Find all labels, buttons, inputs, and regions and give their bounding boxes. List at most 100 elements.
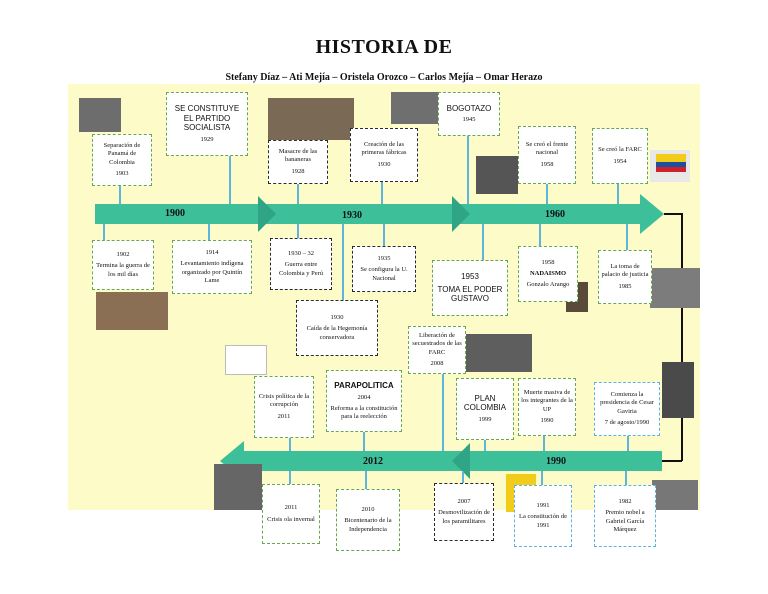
event-date: 1945 — [462, 116, 476, 124]
event-date: 1990 — [540, 416, 554, 424]
event-rojas-pinilla: 1953 TOMA EL PODER GUSTAVO — [432, 260, 508, 316]
page-title: HISTORIA DE — [315, 36, 453, 58]
connector-line — [617, 184, 619, 204]
event-text: SE CONSTITUYE EL PARTIDO SOCIALISTA — [174, 104, 240, 133]
politicians-photo — [476, 156, 518, 194]
event-date: 1914 — [205, 249, 219, 257]
event-text: Reforma a la constitución para la reelec… — [330, 404, 398, 420]
event-text: La toma de palacio de justicia — [601, 263, 649, 279]
event-liberacion: Liberación de secuestrados de las FARC 2… — [408, 326, 466, 374]
event-bananeras: Masacre de las bananeras 1928 — [268, 140, 328, 184]
connector-line — [289, 438, 291, 451]
event-panama: Separación de Panamá de Colombia 1903 — [92, 134, 152, 186]
event-frente-nacional: Se creó el frente nacional 1958 — [518, 126, 576, 184]
event-text: Comienza la presidencia de Cesar Gaviria — [600, 391, 654, 415]
connector-right — [664, 213, 682, 215]
event-text: BOGOTAZO — [446, 103, 492, 113]
event-date: 2011 — [284, 504, 298, 512]
connector-line — [546, 184, 548, 204]
hostages-photo — [466, 334, 532, 372]
connector-right-bottom — [662, 460, 682, 462]
event-date: 1935 — [377, 255, 391, 263]
top-timeline-arrow — [95, 204, 640, 224]
battle-painting — [96, 292, 168, 330]
event-date: 2011 — [277, 412, 291, 420]
event-parapolitica: PARAPOLITICA 2004 Reforma a la constituc… — [326, 370, 402, 432]
top-arrow-chevron-2 — [452, 196, 470, 232]
connector-line — [462, 471, 464, 483]
event-guerra-peru: 1930 – 32 Guerra entre Colombia y Perú — [270, 238, 332, 290]
event-text: Desmovilización de los paramilitares — [438, 509, 490, 525]
event-text: Muerte masiva de los integrantes de la U… — [521, 389, 573, 413]
connector-line — [442, 374, 444, 451]
event-date: 1930 — [330, 314, 344, 322]
event-gaviria: Comienza la presidencia de Cesar Gaviria… — [594, 382, 660, 436]
year-label-1960: 1960 — [545, 209, 565, 220]
event-text: Se creó el frente nacional — [525, 141, 569, 157]
event-text: Se creó la FARC — [598, 146, 642, 154]
event-ola-invernal: 2011 Crisis ola invernal — [262, 484, 320, 544]
connector-line — [229, 156, 231, 204]
newspaper-clipping-photo — [268, 98, 354, 140]
connector-line — [539, 224, 541, 246]
connector-line — [482, 224, 484, 260]
event-text: Se configura la U. Nacional — [360, 266, 408, 282]
event-text: Creación de las primeras fábricas — [361, 141, 407, 157]
connector-line — [543, 436, 545, 451]
event-date: 2008 — [430, 359, 444, 367]
event-constitucion-1991: 1991 La constitución de 1991 — [514, 485, 572, 547]
connector-line — [297, 224, 299, 238]
connector-right-vertical — [681, 213, 683, 461]
event-text: Termina la guerra de los mil días — [96, 262, 150, 278]
connector-line — [208, 224, 210, 240]
event-text: TOMA EL PODER GUSTAVO — [437, 284, 503, 304]
connector-line — [541, 471, 543, 485]
event-date: 1930 – 32 — [288, 250, 314, 258]
event-text: Guerra entre Colombia y Perú — [278, 261, 324, 277]
connector-line — [625, 471, 627, 485]
event-text: Liberación de secuestrados de las FARC — [412, 332, 462, 356]
event-nadaismo: 1958 NADAISMO Gonzalo Arango — [518, 246, 578, 302]
event-title: PLAN COLOMBIA — [463, 393, 507, 413]
event-date: 2007 — [457, 498, 471, 506]
bottom-arrow-chevron — [452, 443, 470, 479]
event-date: 1958 — [540, 160, 554, 168]
building-photo — [650, 268, 700, 308]
flag-red — [656, 167, 686, 172]
connector-line — [289, 471, 291, 484]
event-union-patriotica: Muerte masiva de los integrantes de la U… — [518, 378, 576, 436]
event-text: NADAISMO — [529, 269, 567, 277]
event-text: Caída de la Hegemonía conservadora — [306, 325, 368, 341]
flood-photo — [214, 464, 262, 510]
portrait-photo — [662, 362, 694, 418]
event-date: 2004 — [357, 393, 371, 401]
event-date: 1982 — [618, 498, 632, 506]
event-date: 2010 — [361, 506, 375, 514]
event-date: 1928 — [291, 167, 305, 175]
year-label-1930: 1930 — [342, 210, 362, 221]
event-text: Crisis política de la corrupción — [258, 393, 310, 409]
event-partido: SE CONSTITUYE EL PARTIDO SOCIALISTA 1929 — [166, 92, 248, 156]
connector-line — [381, 182, 383, 204]
event-date: 1903 — [115, 169, 129, 177]
event-corrupcion: Crisis política de la corrupción 2011 — [254, 376, 314, 438]
event-date: 1958 — [541, 258, 555, 266]
connector-line — [484, 440, 486, 451]
event-date: 7 de agosto/1990 — [604, 418, 650, 426]
event-text: Premio nobel a Gabriel García Márquez — [605, 509, 645, 533]
event-date: 1985 — [618, 282, 632, 290]
event-date: 1953 — [461, 272, 479, 282]
event-date: 1991 — [536, 502, 550, 510]
year-label-1990: 1990 — [546, 456, 566, 467]
event-title: PARAPOLITICA — [334, 381, 394, 391]
connector-line — [467, 136, 469, 204]
year-label-1900: 1900 — [165, 208, 185, 219]
event-text: Masacre de las bananeras — [278, 148, 318, 164]
event-mil-dias: 1902 Termina la guerra de los mil días — [92, 240, 154, 290]
event-text: La constitución de 1991 — [518, 513, 567, 529]
connector-line — [297, 184, 299, 204]
connector-line — [383, 224, 385, 246]
event-text: Bicentenario de la Independencia — [344, 517, 392, 533]
event-date: 1999 — [478, 416, 492, 424]
event-fabricas: Creación de las primeras fábricas 1930 — [350, 128, 418, 182]
